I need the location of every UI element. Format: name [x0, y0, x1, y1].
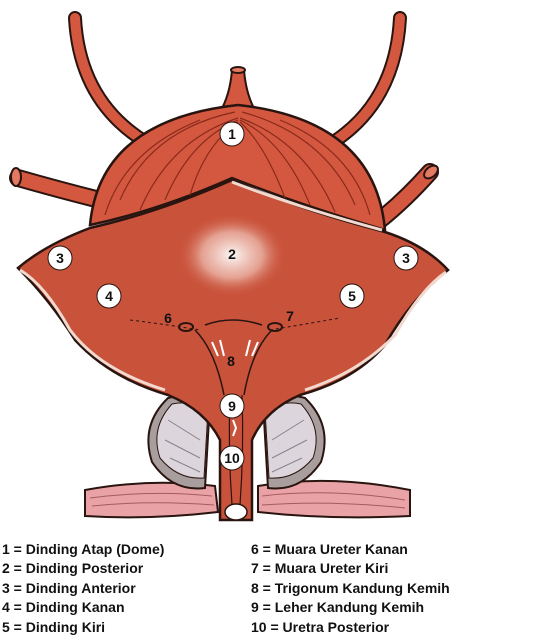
legend-item-posterior-urethra: 10 = Uretra Posterior [251, 618, 450, 637]
label-number: 9 [228, 398, 236, 414]
legend: 1 = Dinding Atap (Dome) 2 = Dinding Post… [0, 540, 538, 640]
legend-item-left-wall: 5 = Dinding Kiri [2, 618, 164, 637]
legend-item-dome: 1 = Dinding Atap (Dome) [2, 540, 164, 559]
label-2: 2 [228, 246, 236, 262]
label-3-left: 3 [394, 246, 418, 270]
label-6: 6 [164, 310, 172, 326]
label-number: 2 [228, 246, 236, 262]
legend-item-trigone: 8 = Trigonum Kandung Kemih [251, 579, 450, 598]
label-5: 5 [340, 284, 364, 308]
label-3-right: 3 [48, 246, 72, 270]
label-8: 8 [227, 353, 235, 369]
label-number: 3 [56, 250, 64, 266]
legend-column-left: 1 = Dinding Atap (Dome) 2 = Dinding Post… [2, 540, 164, 637]
label-number: 1 [228, 126, 236, 142]
bladder-diagram: 1 2 3 3 4 5 6 7 8 9 10 [0, 0, 538, 530]
label-number: 4 [105, 288, 113, 304]
legend-item-bladder-neck: 9 = Leher Kandung Kemih [251, 598, 450, 617]
legend-item-right-wall: 4 = Dinding Kanan [2, 598, 164, 617]
label-10: 10 [220, 446, 244, 470]
legend-item-right-ureter-orifice: 6 = Muara Ureter Kanan [251, 540, 450, 559]
label-4: 4 [97, 284, 121, 308]
label-9: 9 [220, 394, 244, 418]
label-number: 10 [224, 450, 240, 466]
legend-column-right: 6 = Muara Ureter Kanan 7 = Muara Ureter … [251, 540, 450, 637]
label-7: 7 [286, 308, 294, 324]
label-number: 3 [402, 250, 410, 266]
legend-item-posterior-wall: 2 = Dinding Posterior [2, 559, 164, 578]
ureter-cut-end-icon [11, 168, 21, 186]
label-number: 5 [348, 288, 356, 304]
legend-item-left-ureter-orifice: 7 = Muara Ureter Kiri [251, 559, 450, 578]
label-number: 7 [286, 308, 294, 324]
label-1: 1 [220, 122, 244, 146]
urethral-opening-icon [225, 504, 247, 520]
label-number: 8 [227, 353, 235, 369]
legend-item-anterior-wall: 3 = Dinding Anterior [2, 579, 164, 598]
label-number: 6 [164, 310, 172, 326]
